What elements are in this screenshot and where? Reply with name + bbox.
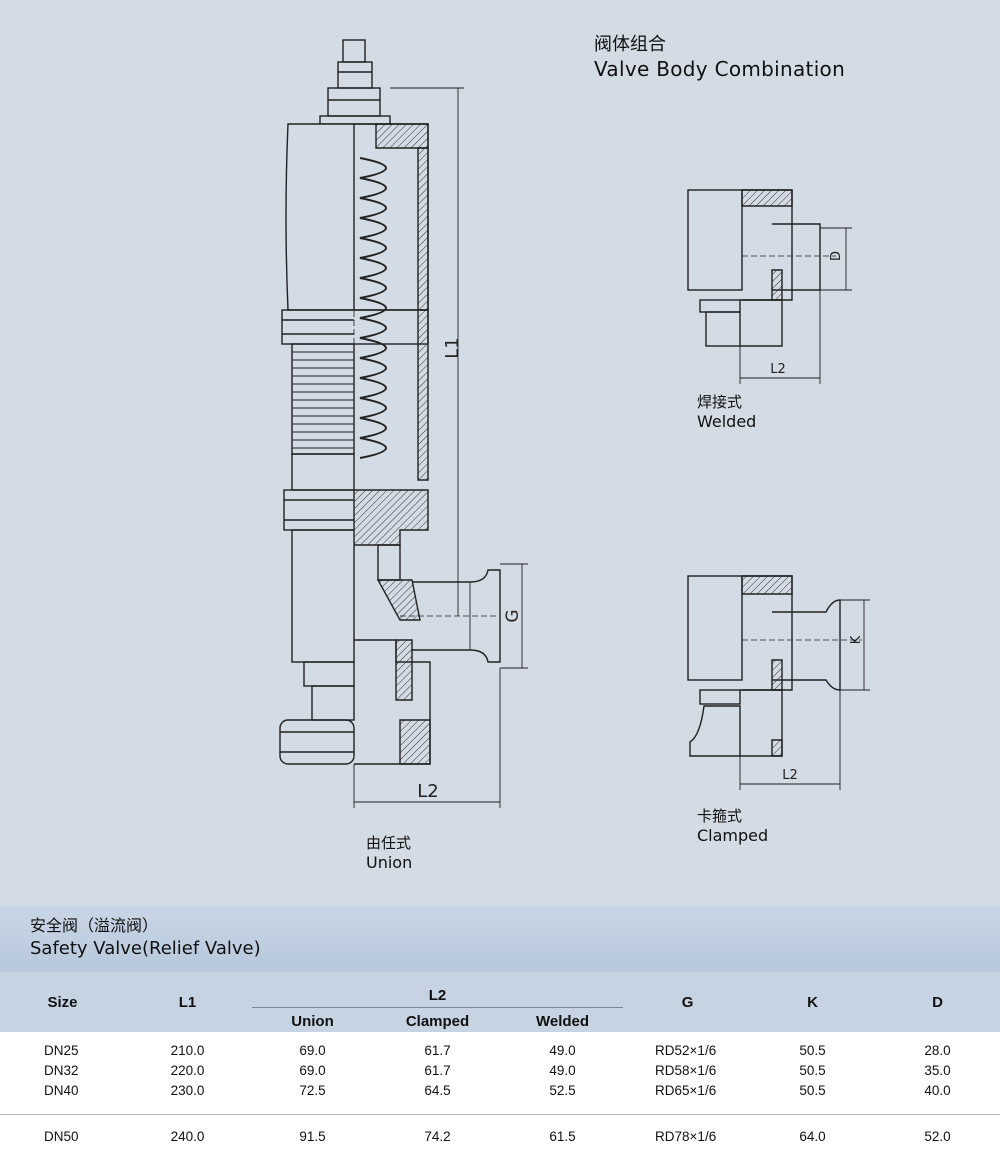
union-caption: 由任式 Union (366, 834, 412, 873)
cell-welded: 52.5 (549, 1082, 576, 1098)
cell-size: DN50 (44, 1128, 79, 1144)
spec-title-en: Safety Valve(Relief Valve) (30, 938, 261, 959)
dim-label-L2-union: L2 (417, 781, 438, 802)
cell-welded: 49.0 (549, 1042, 576, 1058)
cell-clamped: 61.7 (424, 1062, 451, 1078)
dim-label-K: K (849, 635, 864, 644)
cell-welded: 49.0 (549, 1062, 576, 1078)
header-welded: Welded (500, 1010, 626, 1032)
header-l2: L2 (250, 972, 626, 1010)
drawing-title: 阀体组合 Valve Body Combination (594, 34, 845, 82)
table-row: DN40 230.0 72.5 64.5 52.5 RD65×1/6 50.5 … (0, 1080, 1000, 1100)
cell-welded: 61.5 (549, 1128, 576, 1144)
clamped-caption: 卡箍式 Clamped (697, 807, 768, 846)
clamped-valve-drawing (687, 575, 870, 790)
spec-table: Size L1 L2 G K D Union Clamped Welded DN… (0, 972, 1000, 1157)
dim-label-D: D (829, 251, 844, 261)
cell-g: RD52×1/6 (655, 1042, 717, 1058)
welded-caption-zh: 焊接式 (697, 393, 743, 411)
table-row: DN32 220.0 69.0 61.7 49.0 RD58×1/6 50.5 … (0, 1060, 1000, 1080)
header-union: Union (250, 1010, 375, 1032)
clamped-caption-en: Clamped (697, 826, 769, 845)
cell-g: RD78×1/6 (655, 1128, 717, 1144)
drawing-title-zh: 阀体组合 (594, 34, 666, 55)
cell-clamped: 61.7 (424, 1042, 451, 1058)
cell-l1: 230.0 (170, 1082, 205, 1098)
table-row: DN25 210.0 69.0 61.7 49.0 RD52×1/6 50.5 … (0, 1040, 1000, 1060)
drawing-title-en: Valve Body Combination (594, 57, 846, 81)
cell-d: 52.0 (924, 1128, 951, 1144)
cell-d: 35.0 (924, 1062, 951, 1078)
cell-k: 50.5 (799, 1042, 826, 1058)
header-size: Size (0, 972, 125, 1032)
welded-caption: 焊接式 Welded (697, 393, 756, 432)
welded-valve-drawing (687, 189, 852, 384)
cell-k: 50.5 (799, 1082, 826, 1098)
union-caption-zh: 由任式 (366, 834, 412, 852)
table-row: DN50 240.0 91.5 74.2 61.5 RD78×1/6 64.0 … (0, 1115, 1000, 1158)
cell-union: 91.5 (299, 1128, 326, 1144)
cell-l1: 240.0 (170, 1128, 205, 1144)
cell-l1: 220.0 (170, 1062, 205, 1078)
spec-title-zh: 安全阀（溢流阀） (30, 916, 159, 935)
header-k: K (750, 972, 876, 1032)
cell-k: 50.5 (799, 1062, 826, 1078)
dim-label-L2-clamped: L2 (782, 768, 798, 783)
spec-section: 安全阀（溢流阀） Safety Valve(Relief Valve) Size… (0, 906, 1000, 1168)
cell-g: RD58×1/6 (655, 1062, 717, 1078)
dim-label-G: G (503, 609, 523, 622)
union-valve-drawing (279, 39, 528, 808)
clamped-caption-zh: 卡箍式 (697, 807, 743, 825)
union-caption-en: Union (366, 853, 413, 872)
cell-g: RD65×1/6 (655, 1082, 717, 1098)
cell-size: DN32 (44, 1062, 79, 1078)
cell-d: 28.0 (924, 1042, 951, 1058)
cell-clamped: 74.2 (424, 1128, 451, 1144)
welded-caption-en: Welded (697, 412, 757, 431)
dim-label-L2-welded: L2 (770, 362, 786, 377)
cell-d: 40.0 (924, 1082, 951, 1098)
dim-label-L1: L1 (442, 337, 463, 358)
cell-l1: 210.0 (170, 1042, 205, 1058)
cell-union: 69.0 (299, 1062, 326, 1078)
cell-size: DN25 (44, 1042, 79, 1058)
header-g: G (625, 972, 751, 1032)
cell-union: 69.0 (299, 1042, 326, 1058)
spec-header-band: 安全阀（溢流阀） Safety Valve(Relief Valve) (0, 906, 1000, 972)
cell-k: 64.0 (799, 1128, 826, 1144)
spec-title: 安全阀（溢流阀） Safety Valve(Relief Valve) (30, 915, 261, 961)
cell-union: 72.5 (299, 1082, 326, 1098)
cell-size: DN40 (44, 1082, 79, 1098)
header-d: D (875, 972, 1000, 1032)
header-l1: L1 (125, 972, 250, 1032)
cell-clamped: 64.5 (424, 1082, 451, 1098)
header-clamped: Clamped (375, 1010, 500, 1032)
valve-drawing: L1 G L2 D L2 (279, 39, 870, 808)
